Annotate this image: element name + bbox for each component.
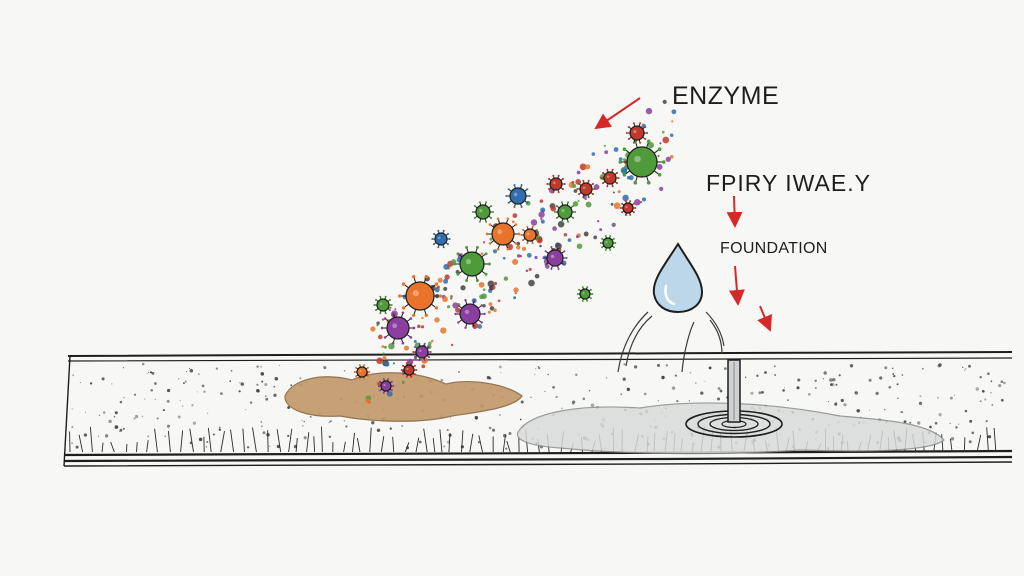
microbe-icon bbox=[599, 235, 617, 251]
microbe-icon bbox=[505, 184, 531, 208]
microbe-icon bbox=[576, 286, 594, 302]
foundation-label: FOUNDATION bbox=[720, 240, 828, 257]
microbe-icon bbox=[485, 217, 521, 251]
microbe-icon bbox=[377, 378, 395, 394]
water-droplet-icon bbox=[652, 242, 704, 314]
microbe-icon bbox=[600, 168, 620, 188]
enzyme-label: ENZYME bbox=[672, 82, 780, 110]
microbe-cluster bbox=[353, 122, 666, 394]
microbe-icon bbox=[520, 225, 540, 245]
microbe-icon bbox=[373, 295, 393, 315]
microbe-icon bbox=[380, 311, 416, 345]
microbe-icon bbox=[400, 362, 418, 378]
microbe-icon bbox=[576, 179, 596, 199]
microbe-icon bbox=[553, 201, 577, 223]
microbe-icon bbox=[353, 364, 371, 380]
microbe-icon bbox=[619, 200, 637, 216]
floor-drain-icon bbox=[685, 359, 783, 438]
enzyme-particles bbox=[360, 99, 677, 404]
microbe-icon bbox=[453, 246, 491, 282]
evaporation-strokes bbox=[617, 311, 725, 373]
microbe-icon bbox=[546, 174, 566, 194]
garbled-label: FPIRY IWAE.Y bbox=[706, 170, 871, 196]
microbe-icon bbox=[625, 122, 649, 144]
microbe-icon bbox=[412, 342, 432, 362]
organic-stain bbox=[284, 372, 523, 422]
seep-arrow bbox=[757, 305, 772, 332]
microbe-icon bbox=[454, 299, 486, 329]
garbled-label-arrow bbox=[726, 195, 743, 228]
foundation-arrow bbox=[728, 265, 745, 306]
microbe-icon bbox=[398, 275, 442, 317]
microbe-icon bbox=[471, 201, 495, 223]
microbe-icon bbox=[618, 139, 666, 185]
microbe-icon bbox=[431, 229, 451, 249]
water-puddle bbox=[516, 402, 945, 455]
enzyme-arrow bbox=[594, 97, 641, 130]
annotation-arrows bbox=[594, 97, 772, 332]
microbe-icon bbox=[542, 246, 568, 270]
